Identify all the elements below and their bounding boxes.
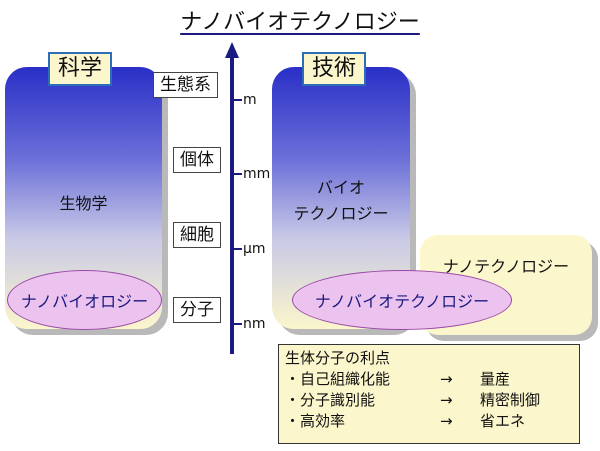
nanobiotechnology-ellipse: ナノバイオテクノロジー bbox=[292, 270, 512, 330]
biology-label: 生物学 bbox=[59, 194, 108, 213]
tick-label-m: m bbox=[243, 92, 257, 108]
page-title: ナノバイオテクノロジー bbox=[180, 10, 420, 35]
benefit-row: ・高効率 → 省エネ bbox=[285, 411, 573, 432]
science-header: 科学 bbox=[48, 52, 113, 86]
biotechnology-label: バイオ テクノロジー bbox=[272, 175, 410, 227]
benefit-row: ・自己組織化能 → 量産 bbox=[285, 369, 573, 390]
biotechnology-line2: テクノロジー bbox=[293, 204, 389, 223]
scale-axis bbox=[225, 42, 242, 354]
benefit-result: 量産 bbox=[480, 370, 511, 388]
technology-header: 技術 bbox=[302, 52, 367, 86]
benefits-box: 生体分子の利点 ・自己組織化能 → 量産 ・分子識別能 → 精密制御 ・高効率 … bbox=[278, 344, 580, 444]
tick-label-mm: mm bbox=[243, 166, 271, 182]
nanotechnology-label: ナノテクノロジー bbox=[442, 257, 570, 276]
benefit-result: 省エネ bbox=[480, 412, 526, 430]
benefit-arrow: → bbox=[440, 412, 453, 430]
benefit-row: ・分子識別能 → 精密制御 bbox=[285, 390, 573, 411]
benefit-feature: ・高効率 bbox=[285, 412, 346, 430]
tick-label-um: μm bbox=[243, 241, 266, 257]
nanobiology-ellipse: ナノバイオロジー bbox=[7, 270, 162, 330]
benefit-arrow: → bbox=[440, 391, 453, 409]
axis-arrowhead-icon bbox=[225, 42, 239, 58]
benefit-feature: ・自己組織化能 bbox=[285, 370, 391, 388]
biotechnology-line1: バイオ bbox=[316, 178, 365, 197]
benefit-arrow: → bbox=[440, 370, 453, 388]
benefit-feature: ・分子識別能 bbox=[285, 391, 376, 409]
nanobiology-label: ナノバイオロジー bbox=[20, 292, 149, 311]
tick-label-nm: nm bbox=[243, 316, 266, 332]
scale-cell: 細胞 bbox=[173, 222, 221, 248]
nanobiotechnology-label: ナノバイオテクノロジー bbox=[314, 292, 490, 311]
scale-ecosystem: 生態系 bbox=[153, 72, 218, 98]
scale-molecule: 分子 bbox=[173, 297, 221, 323]
benefit-result: 精密制御 bbox=[480, 391, 541, 409]
benefits-heading: 生体分子の利点 bbox=[285, 349, 391, 367]
scale-individual: 個体 bbox=[173, 147, 221, 173]
